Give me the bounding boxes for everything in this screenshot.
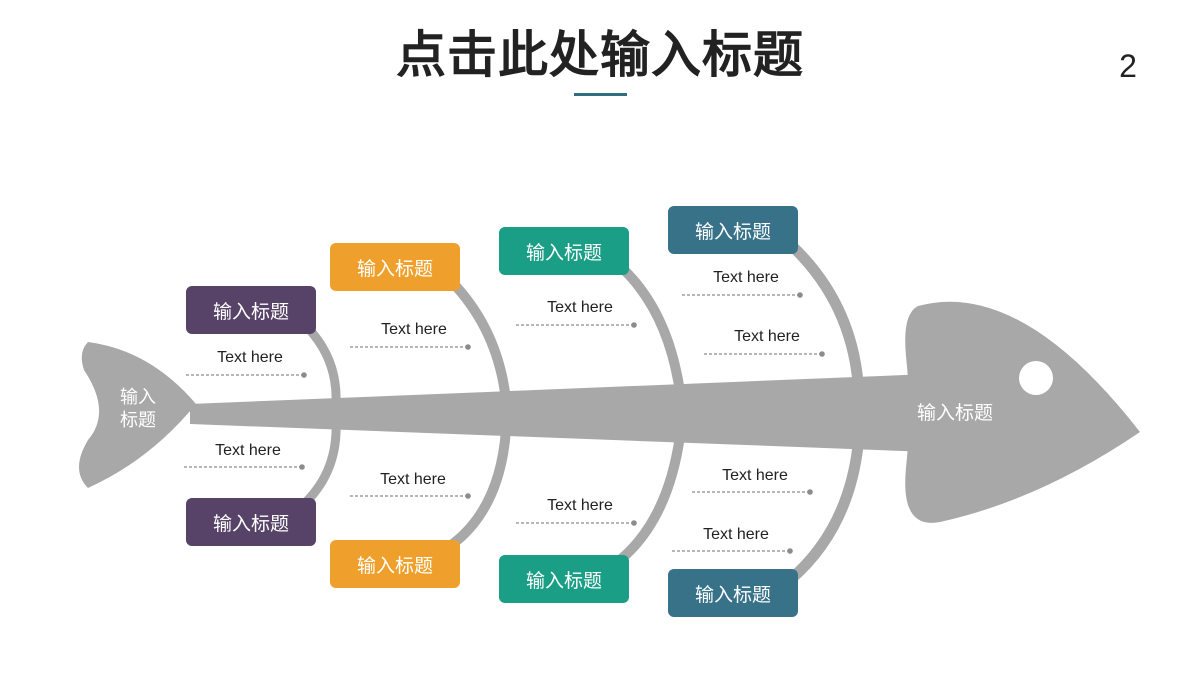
bottom-box-1[interactable]: 输入标题 (186, 498, 316, 546)
top-box-4[interactable]: 输入标题 (668, 206, 798, 254)
rib-top-1 (304, 324, 341, 405)
rib-bottom-1 (302, 421, 341, 506)
rib-bottom-4 (786, 445, 864, 585)
note-top-5[interactable]: Text here (734, 328, 800, 345)
fish-head (905, 301, 1140, 523)
top-box-1[interactable]: 输入标题 (186, 286, 316, 334)
note-bottom-1[interactable]: Text here (215, 442, 281, 459)
head-label[interactable]: 输入标题 (916, 402, 993, 424)
note-bottom-3[interactable]: Text here (547, 497, 613, 514)
note-bottom-2[interactable]: Text here (380, 471, 446, 488)
note-top-3[interactable]: Text here (547, 299, 613, 316)
slide-title[interactable]: 点击此处输入标题 (396, 26, 804, 84)
top-box-3[interactable]: 输入标题 (499, 227, 629, 275)
rib-bottom-3 (616, 435, 685, 564)
note-top-2[interactable]: Text here (381, 321, 447, 338)
rib-top-4 (786, 239, 864, 383)
title-underline (574, 93, 627, 96)
bottom-box-2[interactable]: 输入标题 (330, 540, 460, 588)
note-bottom-5[interactable]: Text here (703, 526, 769, 543)
note-top-4[interactable]: Text here (713, 269, 779, 286)
fish-eye (1019, 361, 1053, 395)
top-box-2[interactable]: 输入标题 (330, 243, 460, 291)
tail-label[interactable]: 输入 标题 (120, 387, 156, 431)
page-number: 2 (1119, 48, 1137, 84)
fish-spine (190, 374, 930, 452)
note-bottom-4[interactable]: Text here (722, 467, 788, 484)
rib-top-3 (616, 262, 685, 393)
note-top-1[interactable]: Text here (217, 349, 283, 366)
bottom-box-4[interactable]: 输入标题 (668, 569, 798, 617)
rib-top-2 (448, 278, 511, 401)
fish-tail (79, 342, 196, 488)
bottom-box-3[interactable]: 输入标题 (499, 555, 629, 603)
rib-bottom-2 (447, 429, 511, 551)
